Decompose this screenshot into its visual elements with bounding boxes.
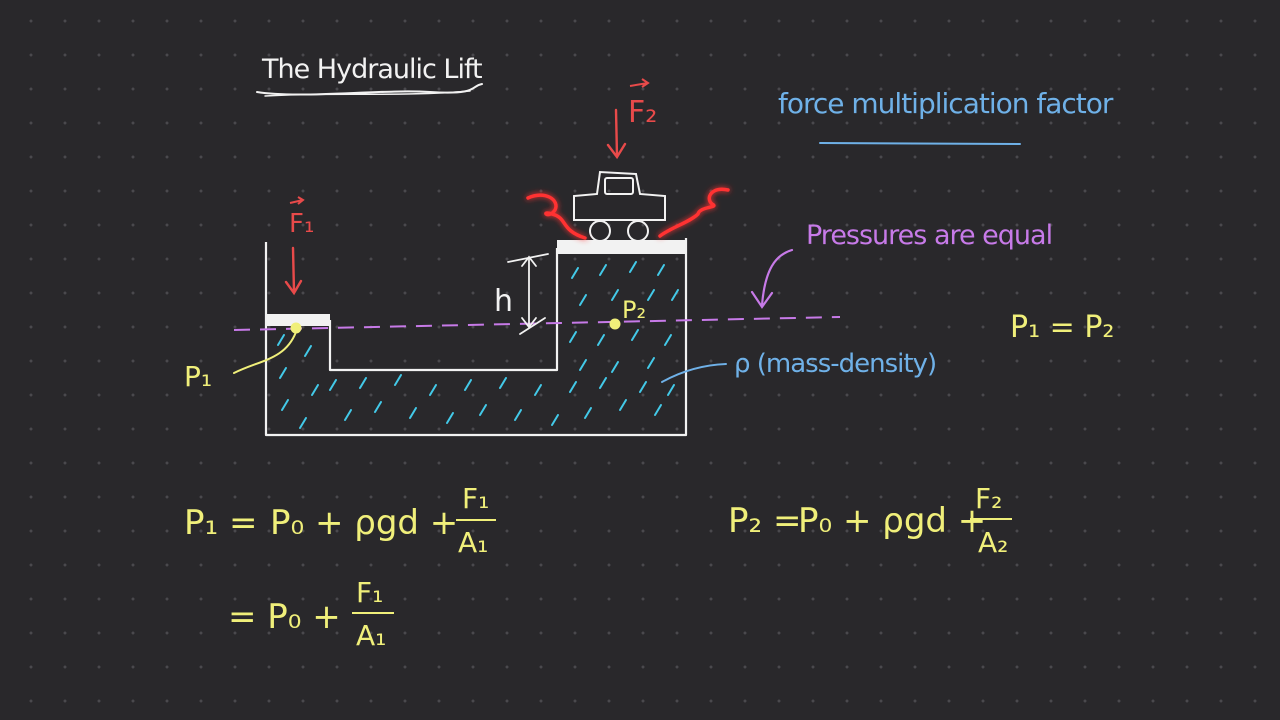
eq-p2-numerator: F₂ — [975, 482, 1002, 515]
height-bracket — [507, 253, 549, 335]
eq-p1-line2-numerator: F₁ — [356, 576, 383, 609]
eq-p1-numerator: F₁ — [462, 482, 489, 515]
p1-label: P₁ — [184, 360, 212, 393]
density-pointer-line — [661, 363, 727, 383]
equation-p1: P₁ = P₀ + ρgd + F₁ A₁ = P₀ + F₁ A₁ — [184, 482, 496, 652]
eq-p2-denominator: A₂ — [978, 526, 1008, 559]
f1-arrow-icon — [284, 246, 303, 296]
equal-pressure-line — [233, 316, 841, 331]
pressures-equal-note: Pressures are equal — [806, 220, 1052, 251]
f2-arrow-icon — [606, 108, 627, 160]
large-piston — [557, 240, 686, 254]
equation-p2: P₂ = P₀ + ρgd + F₂ A₂ — [728, 482, 1012, 559]
eq-p1-rhs: P₀ + ρgd + — [270, 503, 458, 543]
fluid-hatching — [277, 261, 679, 429]
eq-p1-line2: = P₀ + — [228, 597, 341, 637]
f2-vector-mark — [629, 78, 650, 88]
point-p2 — [609, 318, 621, 330]
eq-p1-line2-denominator: A₁ — [356, 619, 386, 652]
eq-p1-denominator: A₁ — [458, 526, 488, 559]
point-p1 — [290, 322, 302, 334]
car-icon — [573, 170, 666, 242]
eq-p1-lhs: P₁ = — [184, 503, 257, 543]
p2-label: P₂ — [622, 296, 646, 324]
height-label: h — [494, 284, 513, 319]
eq-p2-lhs: P₂ = — [728, 501, 801, 541]
density-note: ρ (mass-density) — [734, 349, 936, 379]
f1-vector-mark — [289, 196, 305, 205]
f2-label: F₂ — [628, 95, 657, 130]
page-title: The Hydraulic Lift — [261, 54, 482, 85]
eq-p2-rhs: P₀ + ρgd + — [798, 501, 986, 541]
p1-pointer-line — [233, 331, 297, 374]
pressures-equal-arrow-icon — [750, 248, 794, 309]
small-piston — [266, 314, 330, 326]
title-underline-2 — [264, 90, 471, 97]
force-multiplication-note: force multiplication factor — [778, 87, 1114, 120]
f1-label: F₁ — [289, 209, 314, 239]
hydraulic-container — [264, 238, 688, 437]
force-note-underline — [819, 142, 1021, 145]
glow-effect-icon — [526, 187, 730, 240]
p1-equals-p2: P₁ = P₂ — [1010, 310, 1114, 345]
